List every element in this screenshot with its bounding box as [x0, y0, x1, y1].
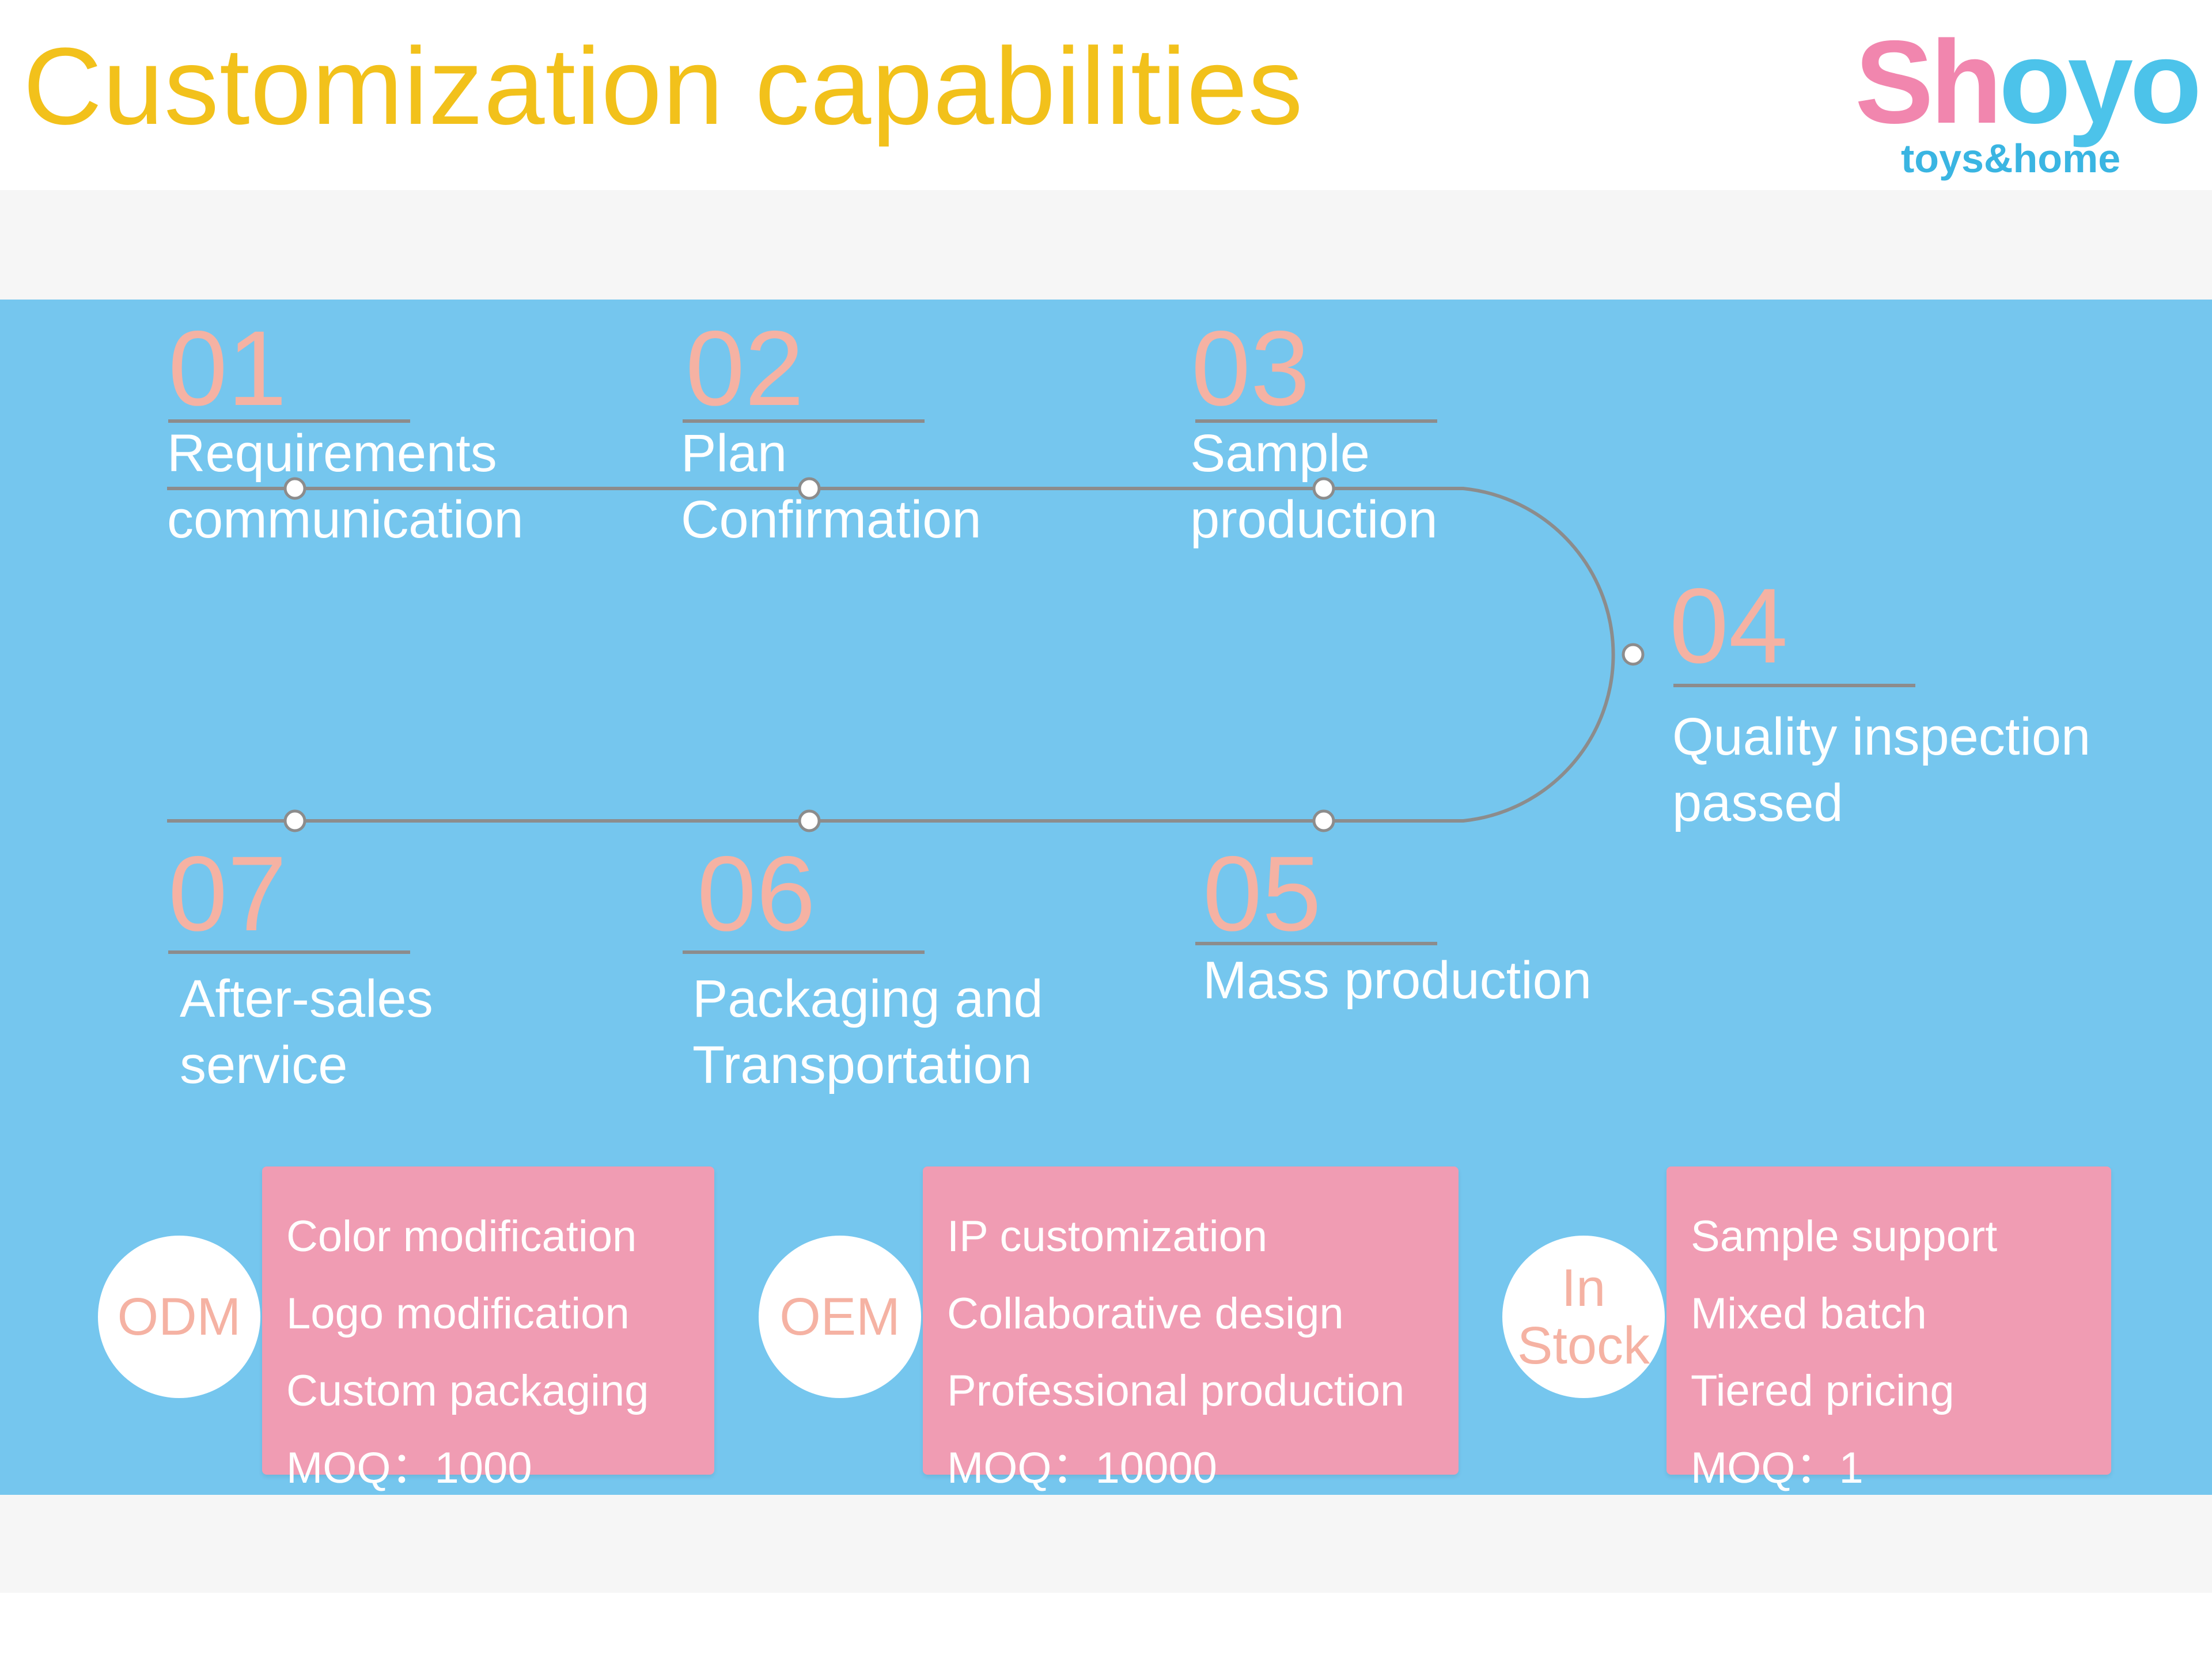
odm-feature-box: Color modification Logo modification Cus… — [262, 1166, 714, 1493]
logo-wordmark-sh: Sh — [1855, 16, 2002, 148]
in-stock-feature-box: Sample support Mixed batch Tiered pricin… — [1666, 1166, 2111, 1493]
logo-wordmark-oyo: oyo — [1998, 16, 2202, 148]
moq-value: MOQ：1000 — [286, 1444, 532, 1493]
step-number-01: 01 — [168, 309, 287, 428]
step-number-04: 04 — [1669, 567, 1788, 685]
feature-item: Custom packaging — [286, 1366, 649, 1415]
feature-item: Mixed batch — [1691, 1289, 1927, 1338]
step-rule-07 — [168, 950, 410, 954]
bottom-divider-band — [0, 1495, 2212, 1593]
logo-wordmark: Shoyo — [1855, 23, 2202, 141]
feature-item: Logo modification — [286, 1289, 630, 1338]
brand-logo: Shoyo toys&home — [1849, 23, 2202, 181]
step-number-03: 03 — [1191, 309, 1310, 428]
step-label-01: Requirements communication — [167, 424, 524, 549]
step-rule-01 — [168, 419, 410, 423]
timeline-node-07 — [283, 809, 306, 832]
logo-tagline: toys&home — [1901, 136, 2121, 181]
step-rule-06 — [683, 950, 925, 954]
step-rule-04 — [1673, 684, 1915, 687]
in-stock-feature-list: Sample support Mixed batch Tiered pricin… — [1691, 1198, 1997, 1507]
moq-value: MOQ：10000 — [947, 1444, 1217, 1493]
timeline-node-03 — [1312, 477, 1335, 500]
step-number-06: 06 — [697, 835, 816, 953]
timeline-node-05 — [1312, 809, 1335, 832]
timeline-node-01 — [283, 477, 306, 500]
step-label-06: Packaging and Transportation — [692, 969, 1043, 1094]
feature-item: IP customization — [947, 1212, 1268, 1261]
step-number-02: 02 — [685, 309, 804, 428]
timeline-node-02 — [798, 477, 821, 500]
in-stock-badge: In Stock — [1502, 1236, 1665, 1398]
step-rule-05 — [1195, 942, 1437, 945]
step-number-07: 07 — [168, 835, 287, 953]
timeline-node-06 — [798, 809, 821, 832]
step-label-03: Sample production — [1190, 424, 1438, 549]
feature-item: Sample support — [1691, 1212, 1998, 1261]
oem-feature-list: IP customization Collaborative design Pr… — [947, 1198, 1404, 1507]
step-label-05: Mass production — [1203, 951, 1592, 1010]
step-label-02: Plan Confirmation — [681, 424, 982, 549]
step-rule-02 — [683, 419, 925, 423]
feature-item: Professional production — [947, 1366, 1405, 1415]
oem-feature-box: IP customization Collaborative design Pr… — [923, 1166, 1459, 1493]
oem-badge: OEM — [759, 1236, 921, 1398]
step-label-07: After-sales service — [180, 969, 433, 1094]
odm-feature-list: Color modification Logo modification Cus… — [286, 1198, 649, 1507]
feature-item: Collaborative design — [947, 1289, 1344, 1338]
step-rule-03 — [1195, 419, 1437, 423]
step-label-04: Quality inspection passed — [1672, 707, 2091, 832]
timeline-path — [167, 487, 1615, 823]
feature-item: Tiered pricing — [1691, 1366, 1955, 1415]
moq-value: MOQ：1 — [1691, 1444, 1863, 1493]
top-divider-band — [0, 190, 2212, 300]
odm-badge: ODM — [98, 1236, 260, 1398]
timeline-node-04 — [1622, 643, 1645, 666]
step-number-05: 05 — [1203, 835, 1321, 953]
page-title: Customization capabilities — [23, 25, 1304, 147]
feature-item: Color modification — [286, 1212, 637, 1261]
